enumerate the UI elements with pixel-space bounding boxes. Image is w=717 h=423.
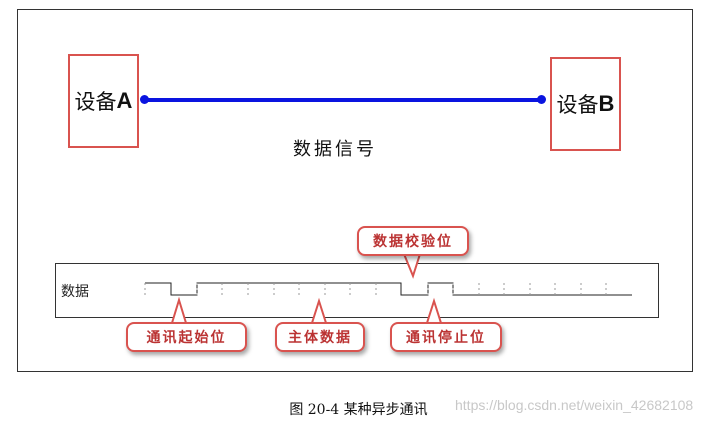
- parity-bit-pointer: [402, 253, 422, 279]
- watermark-text: https://blog.csdn.net/weixin_42682108: [455, 397, 694, 413]
- signal-label: 数据信号: [293, 139, 377, 160]
- callout-data-body: 主体数据: [275, 322, 365, 352]
- device-b-label: 设备: [556, 93, 599, 117]
- stop-bit-pointer: [425, 297, 443, 324]
- device-a-letter: A: [116, 88, 133, 113]
- device-b-letter: B: [598, 91, 615, 116]
- callout-stop-bit: 通讯停止位: [390, 322, 502, 352]
- start-bit-pointer: [170, 296, 188, 324]
- callout-parity-bit: 数据校验位: [357, 226, 469, 256]
- endpoint-dot-a: [140, 95, 149, 104]
- diagram-frame: [17, 9, 693, 372]
- device-a-label: 设备: [74, 90, 117, 114]
- endpoint-dot-b: [537, 95, 546, 104]
- data-body-pointer: [310, 297, 328, 324]
- waveform-line: [145, 282, 632, 296]
- callout-start-bit: 通讯起始位: [126, 322, 247, 352]
- timing-box: [55, 263, 659, 318]
- figure-caption: 图 20-4 某种异步通讯: [289, 402, 428, 418]
- signal-line: [145, 98, 542, 102]
- timing-row-label: 数据: [61, 284, 89, 300]
- bit-separators: [144, 283, 607, 295]
